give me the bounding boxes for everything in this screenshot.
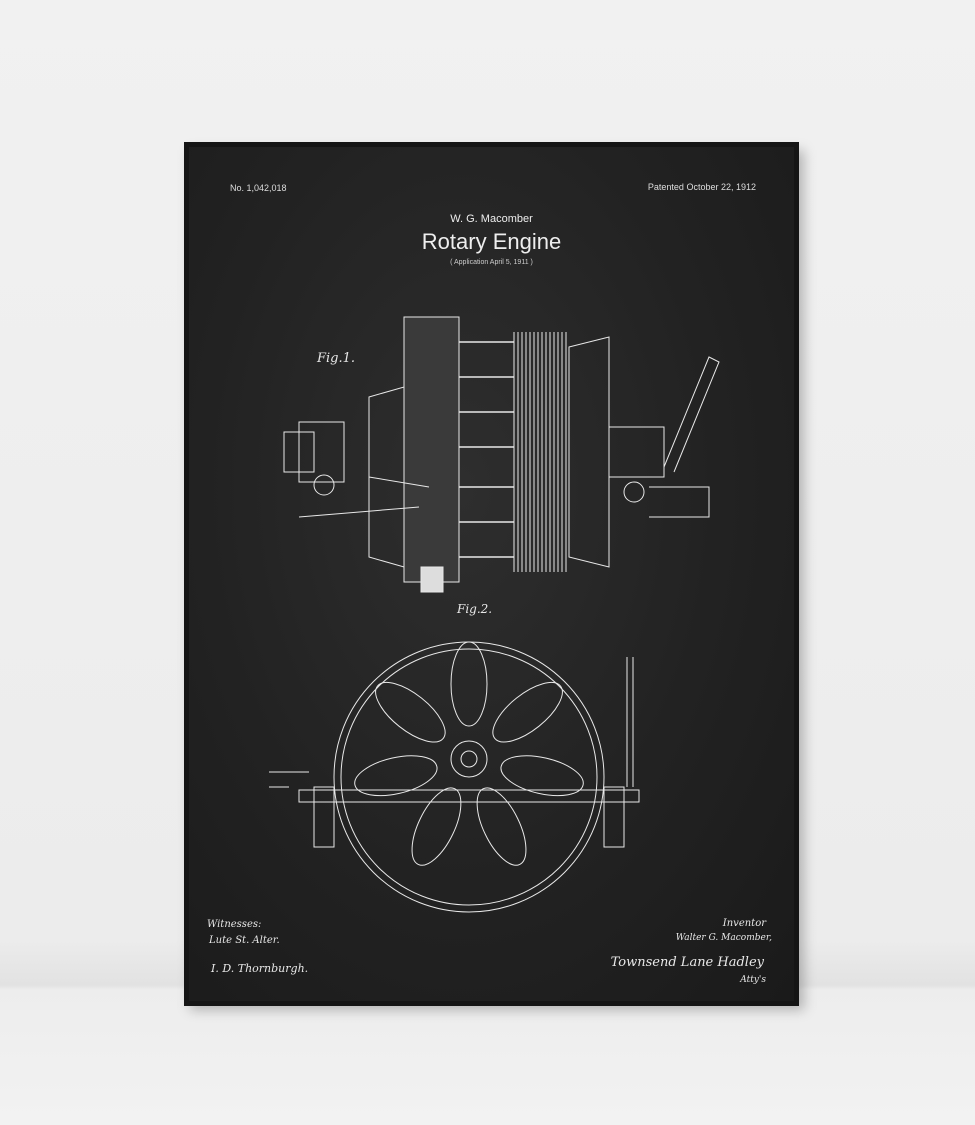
cylinder: [354, 755, 438, 797]
witness-1-signature: Lute St. Alter.: [209, 935, 280, 946]
inventor-name: W. G. Macomber: [450, 213, 533, 225]
poster-frame: No. 1,042,018 Patented October 22, 1912 …: [184, 142, 799, 1006]
cylinder: [476, 787, 527, 866]
cylinder: [492, 682, 563, 743]
poster-title: Rotary Engine: [421, 229, 562, 254]
cylinder: [500, 755, 584, 797]
fig1-label: Fig.1.: [317, 351, 356, 366]
inventor-label: Inventor: [722, 918, 766, 929]
fig1-side-view: [283, 316, 720, 593]
application-date: ( Application April 5, 1911 ): [450, 259, 533, 266]
cylinder: [411, 787, 462, 866]
patent-number: No. 1,042,018: [230, 183, 287, 193]
attorney-label: Atty's: [740, 975, 766, 985]
patent-date: Patented October 22, 1912: [647, 182, 756, 192]
witness-2-signature: I. D. Thornburgh.: [211, 962, 309, 975]
patent-poster: No. 1,042,018 Patented October 22, 1912 …: [189, 147, 794, 1001]
attorney-signature: Townsend Lane Hadley: [610, 955, 764, 970]
witnesses-label: Witnesses:: [207, 919, 262, 930]
fig2-front-view: [269, 641, 640, 913]
cylinder: [450, 641, 488, 727]
cylinder: [375, 682, 446, 743]
fig2-label: Fig.2.: [457, 602, 493, 616]
inventor-signature: Walter G. Macomber,: [675, 933, 772, 943]
engine-drawings: [269, 316, 720, 913]
